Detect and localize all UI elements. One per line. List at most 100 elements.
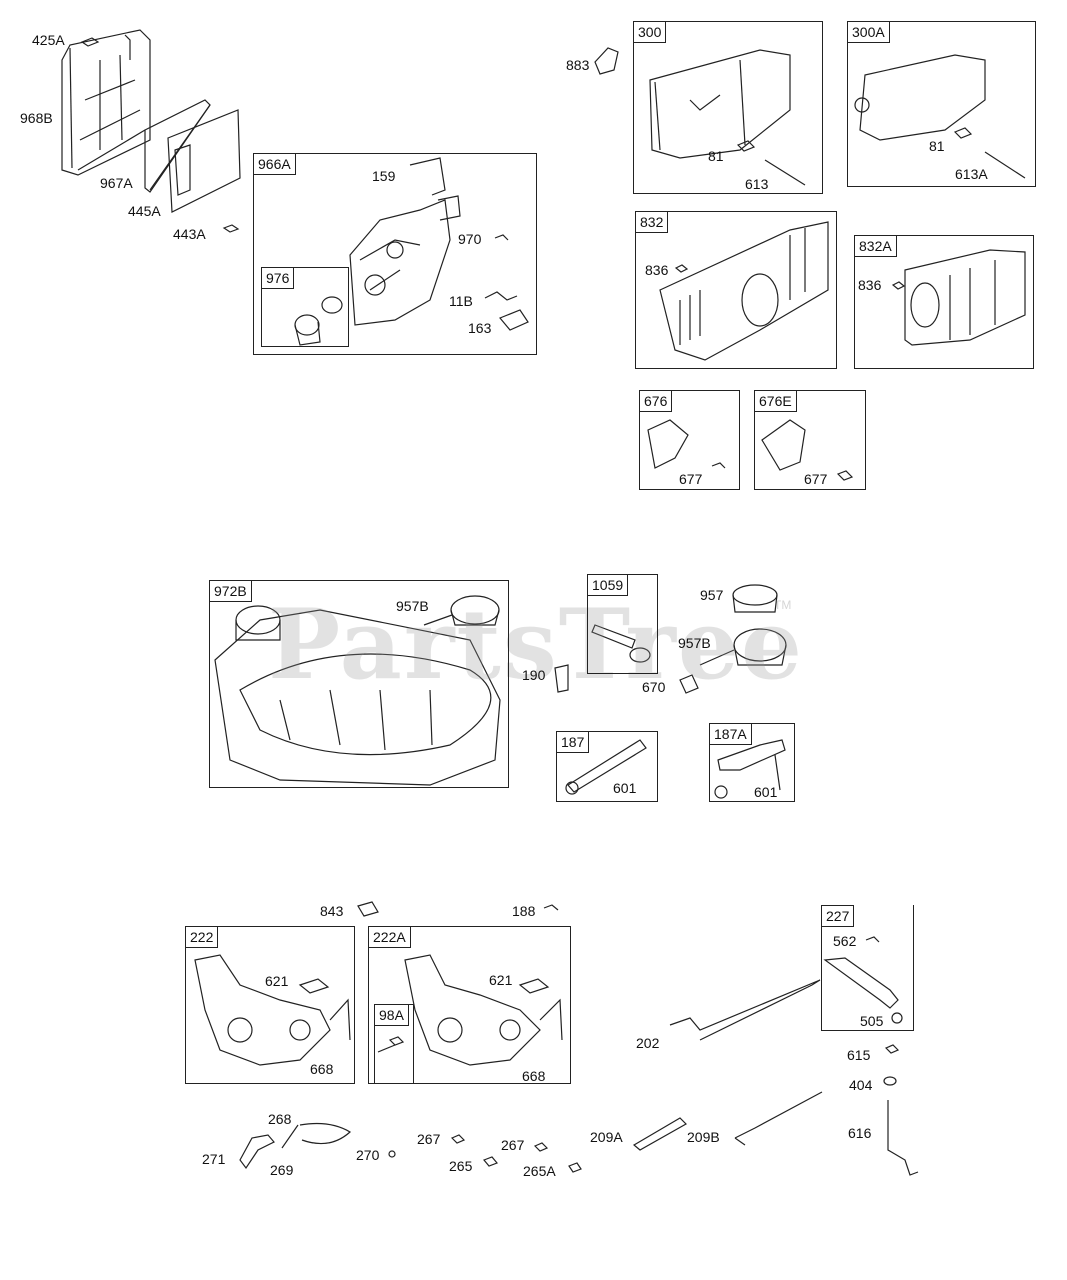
label-970[interactable]: 970 [458, 231, 482, 247]
screw-443A-drawing [222, 224, 240, 233]
group-966A-box [253, 153, 537, 355]
label-190[interactable]: 190 [522, 667, 546, 683]
plug-670-drawing [679, 674, 699, 694]
label-404[interactable]: 404 [849, 1077, 873, 1093]
label-968B[interactable]: 968B [20, 110, 53, 126]
label-81-300A[interactable]: 81 [929, 138, 945, 154]
carburetor-222A-drawing [404, 954, 563, 1066]
label-11B[interactable]: 11B [449, 293, 473, 309]
label-843[interactable]: 843 [320, 903, 344, 919]
label-81-300[interactable]: 81 [708, 148, 724, 164]
screw-615-drawing [884, 1044, 900, 1054]
group-300-box [633, 21, 823, 194]
label-267-left[interactable]: 267 [417, 1131, 441, 1147]
group-676E-box [754, 390, 866, 490]
label-271[interactable]: 271 [202, 1151, 226, 1167]
label-209A[interactable]: 209A [590, 1129, 623, 1145]
screw-267a-drawing [450, 1134, 466, 1144]
label-836-832A[interactable]: 836 [858, 277, 882, 293]
group-1059-tag[interactable]: 1059 [587, 574, 629, 596]
label-443A[interactable]: 443A [173, 226, 206, 242]
part-270-drawing [388, 1150, 396, 1158]
label-883[interactable]: 883 [566, 57, 590, 73]
label-270[interactable]: 270 [356, 1147, 380, 1163]
label-267-right[interactable]: 267 [501, 1137, 525, 1153]
group-832A-box [854, 235, 1034, 369]
label-445A[interactable]: 445A [128, 203, 161, 219]
vent-1059-drawing [591, 624, 651, 663]
kit-98A-drawing [377, 1036, 405, 1053]
group-300-tag[interactable]: 300 [633, 21, 667, 43]
screw-836a-drawing [674, 264, 689, 273]
part-209A-drawing [632, 1117, 687, 1151]
group-966A-tag[interactable]: 966A [253, 153, 296, 175]
fuel-tank-972B-drawing [214, 605, 501, 786]
group-676E-tag[interactable]: 676E [754, 390, 797, 412]
label-668-222A[interactable]: 668 [522, 1068, 546, 1084]
group-832A-tag[interactable]: 832A [854, 235, 897, 257]
group-187A-tag[interactable]: 187A [709, 723, 752, 745]
label-209B[interactable]: 209B [687, 1129, 720, 1145]
label-957[interactable]: 957 [700, 587, 724, 603]
deflector-676-drawing [647, 419, 726, 469]
fuel-cap-957B-right-drawing [699, 628, 787, 666]
group-832-tag[interactable]: 832 [635, 211, 669, 233]
label-505[interactable]: 505 [860, 1013, 884, 1029]
washer-404-drawing [883, 1076, 897, 1086]
label-670[interactable]: 670 [642, 679, 666, 695]
label-668-222[interactable]: 668 [310, 1061, 334, 1077]
part-265-drawing [482, 1156, 499, 1167]
label-957B-right[interactable]: 957B [678, 635, 711, 651]
part-268-drawing [299, 1122, 352, 1145]
label-836-832[interactable]: 836 [645, 262, 669, 278]
label-163[interactable]: 163 [468, 320, 492, 336]
group-187-box [556, 731, 658, 802]
label-269[interactable]: 269 [270, 1162, 294, 1178]
group-222-tag[interactable]: 222 [185, 926, 219, 948]
group-832-box [635, 211, 837, 369]
label-202[interactable]: 202 [636, 1035, 660, 1051]
label-265[interactable]: 265 [449, 1158, 473, 1174]
spring-269-drawing [281, 1124, 299, 1149]
air-filter-housing-drawing [61, 29, 151, 176]
label-425A[interactable]: 425A [32, 32, 65, 48]
label-615[interactable]: 615 [847, 1047, 871, 1063]
group-98A-tag[interactable]: 98A [374, 1004, 409, 1026]
label-613[interactable]: 613 [745, 176, 769, 192]
label-601-187[interactable]: 601 [613, 780, 637, 796]
line-187A-drawing [714, 739, 786, 799]
group-300A-tag[interactable]: 300A [847, 21, 890, 43]
label-562[interactable]: 562 [833, 933, 857, 949]
label-621-222A[interactable]: 621 [489, 972, 513, 988]
label-613A[interactable]: 613A [955, 166, 988, 182]
group-972B-box [209, 580, 509, 788]
label-621-222[interactable]: 621 [265, 973, 289, 989]
link-227-drawing [823, 936, 903, 1024]
label-268[interactable]: 268 [268, 1111, 292, 1127]
screw-836b-drawing [891, 281, 906, 290]
label-265A[interactable]: 265A [523, 1163, 556, 1179]
muffler-300A-drawing [854, 54, 1026, 179]
label-616[interactable]: 616 [848, 1125, 872, 1141]
carburetor-222-drawing [194, 954, 351, 1066]
label-957B-tank[interactable]: 957B [396, 598, 429, 614]
label-677-676E[interactable]: 677 [804, 471, 828, 487]
spring-616-drawing [887, 1100, 919, 1176]
label-967A[interactable]: 967A [100, 175, 133, 191]
group-227-tag[interactable]: 227 [821, 905, 855, 927]
label-188[interactable]: 188 [512, 903, 536, 919]
label-159[interactable]: 159 [372, 168, 396, 184]
carburetor-966A-drawing [349, 157, 529, 331]
label-601-187A[interactable]: 601 [754, 784, 778, 800]
label-677-676[interactable]: 677 [679, 471, 703, 487]
group-187-tag[interactable]: 187 [556, 731, 590, 753]
group-972B-tag[interactable]: 972B [209, 580, 252, 602]
group-676-tag[interactable]: 676 [639, 390, 673, 412]
fuel-cap-957B-drawing [423, 595, 500, 626]
group-976-tag[interactable]: 976 [261, 267, 295, 289]
group-222A-tag[interactable]: 222A [368, 926, 411, 948]
air-filter-element-drawing [144, 99, 241, 213]
group-222A-box [368, 926, 571, 1084]
group-300A-box [847, 21, 1036, 187]
